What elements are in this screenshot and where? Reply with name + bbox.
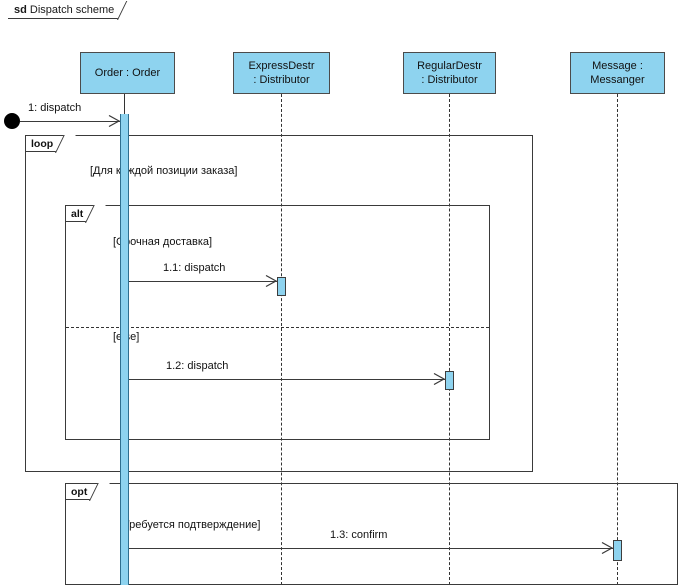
lifeline-head-regular-distributor[interactable]: RegularDestr : Distributor — [403, 52, 496, 94]
fragment-alt-guard-1: [Срочная доставка] — [113, 236, 213, 248]
message-1-2-label: 1.2: dispatch — [166, 360, 229, 372]
fragment-opt-label: opt — [66, 484, 102, 500]
message-1-arrowhead — [108, 115, 120, 127]
message-1-1-arrowhead — [265, 275, 277, 287]
message-1-3-line — [129, 548, 613, 549]
fragment-loop — [25, 135, 533, 472]
message-1-1-line — [129, 281, 277, 282]
message-1-2-line — [129, 379, 445, 380]
lifeline-head-order[interactable]: Order : Order — [80, 52, 175, 94]
lifeline-head-message-messanger[interactable]: Message : Messanger — [570, 52, 665, 94]
lifeline-name-regular-line1: RegularDestr — [417, 60, 482, 72]
fragment-loop-label: loop — [26, 136, 68, 152]
fragment-loop-guard: [Для каждой позиции заказа] — [90, 165, 238, 177]
activation-bar-regular[interactable] — [445, 371, 454, 390]
fragment-opt-guard: [Требуется подтверждение] — [120, 519, 261, 531]
message-1-label: 1: dispatch — [28, 102, 82, 114]
lifeline-stem-express — [281, 94, 282, 585]
fragment-alt-divider — [66, 327, 489, 328]
lifeline-name-express-line2: : Distributor — [253, 74, 310, 86]
activation-bar-order[interactable] — [120, 114, 129, 585]
fragment-alt — [65, 205, 490, 440]
message-1-line — [20, 121, 120, 122]
lifeline-name-messenger-line2: Messanger — [590, 74, 645, 86]
lifeline-stem-regular — [449, 94, 450, 585]
message-1-3-label: 1.3: confirm — [330, 529, 388, 541]
lifeline-stem-order-top — [124, 94, 125, 115]
lifeline-name-order-line1: Order : Order — [94, 67, 161, 79]
lifeline-name-express-line1: ExpressDestr — [248, 60, 315, 72]
activation-bar-express[interactable] — [277, 277, 286, 296]
lifeline-stem-messenger — [617, 94, 618, 585]
found-message-start-dot — [4, 113, 20, 129]
message-1-3-arrowhead — [601, 542, 613, 554]
lifeline-name-regular-line2: : Distributor — [421, 74, 478, 86]
fragment-alt-label: alt — [66, 206, 98, 222]
lifeline-head-express-distributor[interactable]: ExpressDestr : Distributor — [233, 52, 330, 94]
diagram-frame-tab: sd Dispatch scheme — [8, 2, 132, 19]
frame-keyword: sd — [14, 4, 27, 16]
activation-bar-messenger[interactable] — [613, 540, 622, 561]
message-1-1-label: 1.1: dispatch — [163, 262, 226, 274]
frame-title: Dispatch scheme — [29, 4, 115, 16]
message-1-2-arrowhead — [433, 373, 445, 385]
lifeline-name-messenger-line1: Message : — [592, 60, 643, 72]
